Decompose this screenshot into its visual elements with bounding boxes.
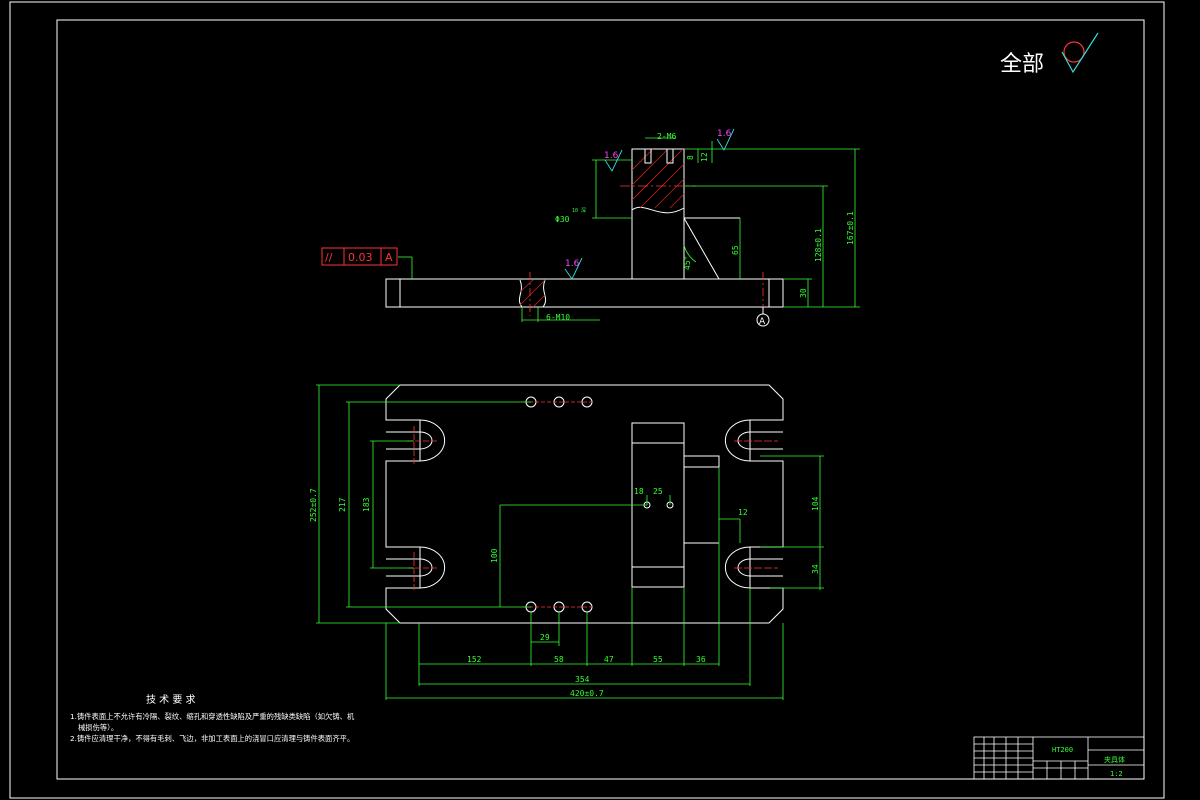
front-dim-labels: 2-M6 8 12 Φ30 10 深 65 45° 128±0.1 167±0.… <box>546 132 855 322</box>
dim-bottom-holes: 6-M10 <box>546 313 570 322</box>
tech-title: 技 术 要 求 <box>146 693 196 706</box>
dim-h-top1: 8 <box>686 155 695 160</box>
dim-152: 152 <box>467 655 482 664</box>
roughness-3: 1.6 <box>565 259 580 269</box>
dim-total: 420±0.7 <box>570 689 604 698</box>
roughness-check-icon <box>1061 32 1099 74</box>
top-holes <box>644 148 674 164</box>
dim-dia: Φ30 <box>555 215 570 224</box>
tech-requirements: 技 术 要 求 1.铸件表面上不允许有冷隔、裂纹、缩孔和穿透性缺陷及严重的残缺类… <box>70 693 355 743</box>
dim-58: 58 <box>554 655 564 664</box>
dim-36: 36 <box>696 655 706 664</box>
roughness-icon <box>564 257 583 280</box>
plan-dimensions <box>316 384 824 700</box>
datum-label: A <box>759 317 766 327</box>
roughness-symbols: 1.6 1.6 1.6 <box>564 128 735 280</box>
tb-material: HT200 <box>1052 746 1073 754</box>
title-mark-text: 全部 <box>1000 52 1044 77</box>
dim-100: 100 <box>490 548 499 563</box>
tol-symbol: // <box>325 251 333 264</box>
dim-h30: 30 <box>799 288 808 298</box>
front-view <box>385 148 784 308</box>
roughness-icon <box>716 128 735 151</box>
dim-h167: 167±0.1 <box>846 211 855 245</box>
tech-line2: 2.铸件应清理干净，不得有毛刺、飞边，非加工表面上的浇冒口应清理与铸件表面齐平。 <box>70 734 354 743</box>
tb-scale: 1:2 <box>1110 770 1123 778</box>
plan-centerlines <box>407 401 778 608</box>
dim-angle: 45° <box>683 256 692 270</box>
outer-frame <box>9 1 1165 799</box>
front-centerlines <box>529 185 764 316</box>
dim-h128: 128±0.1 <box>814 228 823 262</box>
dim-354: 354 <box>575 675 590 684</box>
tolerance-frame: // 0.03 A <box>321 247 398 266</box>
dim-18: 18 <box>634 487 644 496</box>
roughness-circle-icon <box>1063 41 1085 63</box>
tech-line1: 1.铸件表面上不允许有冷隔、裂纹、缩孔和穿透性缺陷及严重的残缺类缺陷（如欠铸、机 <box>70 712 355 721</box>
plan-dim-labels: 252±0.7 217 183 18 25 100 104 12 34 29 1… <box>309 487 820 698</box>
tol-datum: A <box>385 251 393 264</box>
dim-47: 47 <box>604 655 614 664</box>
title-block-text: HT200 夹具体 1:2 <box>1052 746 1125 778</box>
overall-roughness-mark: 全部 <box>1000 32 1099 77</box>
roughness-icon <box>604 149 623 172</box>
upright-column <box>631 148 685 280</box>
datum-marker: A <box>756 307 770 327</box>
title-block <box>973 736 1145 780</box>
dim-183: 183 <box>362 497 371 512</box>
plate-outline <box>385 384 784 624</box>
tb-part-name: 夹具体 <box>1104 755 1125 764</box>
tol-value: 0.03 <box>348 251 373 264</box>
dim-55: 55 <box>653 655 663 664</box>
dim-12: 12 <box>738 508 748 517</box>
front-dimensions <box>398 137 860 322</box>
plan-view <box>385 384 784 624</box>
section-hatch <box>519 148 685 308</box>
dim-29: 29 <box>540 633 550 642</box>
dim-34: 34 <box>811 564 820 574</box>
tech-line1b: 械损伤等）。 <box>78 723 118 732</box>
dim-217: 217 <box>338 497 347 512</box>
dim-104: 104 <box>811 496 820 511</box>
break-line-top <box>631 206 685 214</box>
dim-width-left: 252±0.7 <box>309 488 318 522</box>
dim-holes-top: 2-M6 <box>657 132 676 141</box>
inner-frame <box>56 19 1145 780</box>
dim-h65: 65 <box>731 245 740 255</box>
dim-25: 25 <box>653 487 663 496</box>
base-plate <box>385 278 784 308</box>
dim-h-top2: 12 <box>700 152 709 162</box>
roughness-2: 1.6 <box>717 129 732 139</box>
plan-holes <box>525 396 674 613</box>
roughness-1: 1.6 <box>604 151 619 161</box>
dim-dia-note: 10 深 <box>572 207 586 214</box>
